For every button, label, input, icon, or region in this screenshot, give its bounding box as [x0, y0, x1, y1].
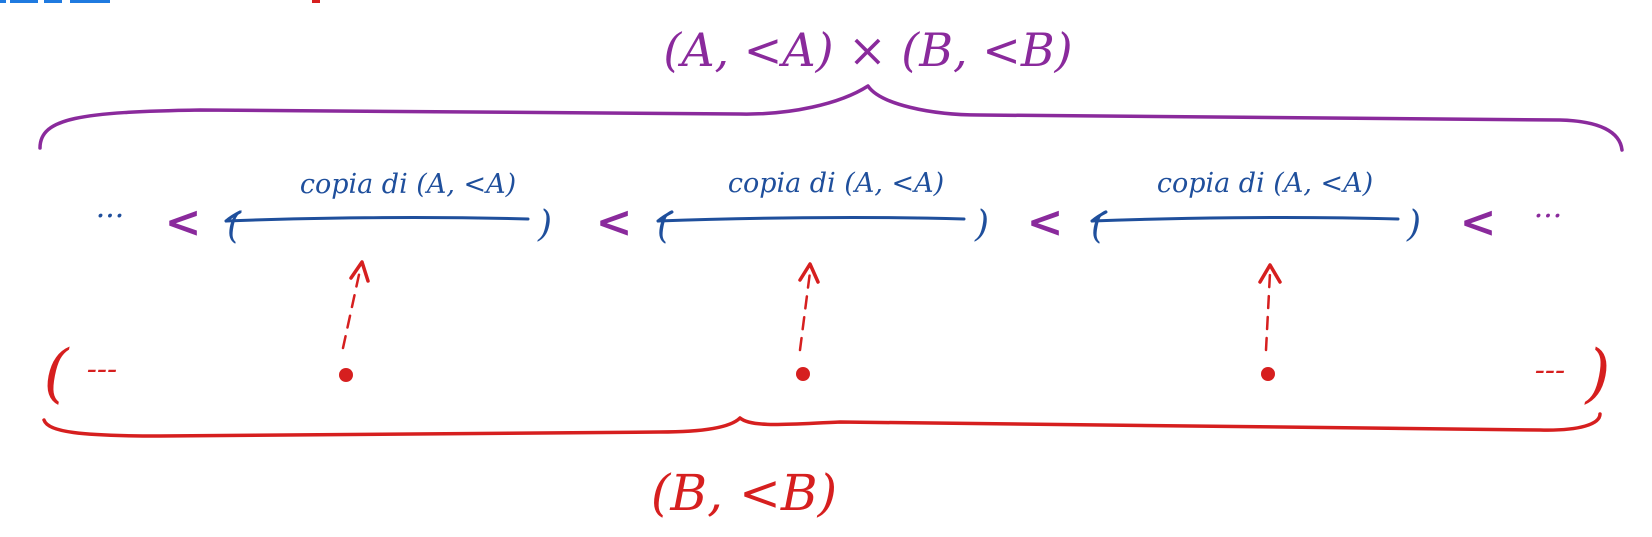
index-arrow-3: [1258, 263, 1282, 352]
copy-arrow: [656, 210, 966, 223]
copy-arrow: [224, 210, 530, 223]
cropped-top-text: [0, 0, 320, 3]
order-symbol: <: [1460, 197, 1497, 248]
copy-a-2: copia di (A, <A) ( ): [656, 168, 989, 247]
copy-a-3: copia di (A, <A) ( ): [1090, 168, 1421, 247]
copy-close-paren: ): [1406, 204, 1421, 245]
base-ellipsis-right: ---: [1535, 353, 1565, 388]
base-open-paren: (: [44, 337, 71, 411]
base-ellipsis-left: ---: [87, 352, 117, 387]
copy-arrow: [1090, 210, 1400, 223]
copy-open-paren: (: [657, 206, 672, 247]
base-point: [796, 367, 810, 381]
order-symbol: <: [165, 197, 202, 248]
copy-label: copia di (A, <A): [300, 169, 516, 200]
copy-close-paren: ): [974, 204, 989, 245]
copy-label: copia di (A, <A): [728, 168, 944, 199]
index-arrow-1: [341, 260, 370, 350]
ellipsis-left: ···: [96, 199, 125, 234]
ellipsis-right: ···: [1534, 199, 1563, 234]
base-close-paren: ): [1584, 337, 1611, 411]
base-brace: [42, 412, 1602, 438]
product-label: (A, <A) × (B, <B): [663, 23, 1072, 77]
index-arrow-2: [798, 262, 820, 352]
product-brace: [38, 84, 1624, 152]
copy-a-1: copia di (A, <A) ( ): [224, 169, 552, 247]
base-point: [339, 368, 353, 382]
copy-open-paren: (: [1091, 206, 1106, 247]
base-point: [1261, 367, 1275, 381]
copy-close-paren: ): [537, 204, 552, 245]
base-label: (B, <B): [651, 464, 837, 522]
order-symbol: <: [596, 197, 633, 248]
order-symbol: <: [1027, 197, 1064, 248]
copy-label: copia di (A, <A): [1157, 168, 1373, 199]
